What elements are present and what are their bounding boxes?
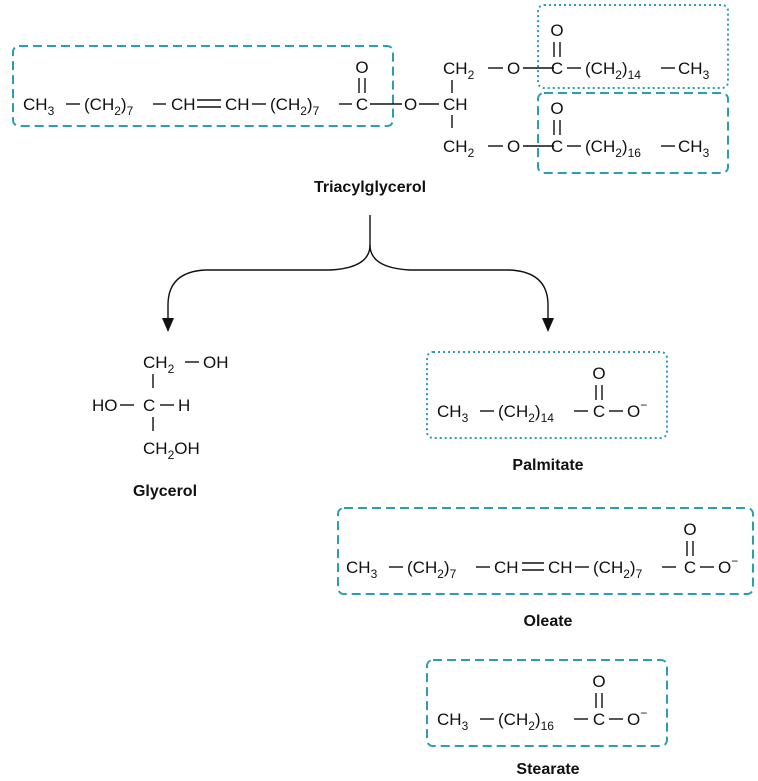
- ch-backbone: CH: [443, 95, 468, 114]
- arrowhead-glycerol-icon: [162, 318, 174, 332]
- palmitate-structure: CH3 (CH2)14 C O O− Palmitate: [426, 351, 668, 474]
- carbonyl-oxygen: O: [683, 520, 696, 539]
- carbonyl-oxygen: O: [550, 99, 563, 118]
- ch2-repeat-7: (CH2)7: [593, 558, 643, 581]
- ch3-group: CH3: [437, 710, 469, 733]
- ch2-repeat-14: (CH2)14: [498, 402, 554, 425]
- ch2-repeat-7: (CH2)7: [270, 95, 320, 118]
- stearate-label: Stearate: [516, 761, 579, 778]
- ch2-top: CH2: [443, 59, 475, 82]
- arrow-to-fatty-acids: [369, 244, 549, 318]
- oleoyl-chain: CH3 (CH2)7 CH CH (CH2)7 C O: [23, 58, 402, 118]
- carbonyl-carbon: C: [551, 59, 563, 78]
- carbonyl-oxygen: O: [550, 21, 563, 40]
- hydroxyl-left: HO: [92, 396, 118, 415]
- central-carbon: C: [143, 396, 155, 415]
- ester-oxygen-top: O: [507, 59, 520, 78]
- carboxylate-carbon: C: [593, 710, 605, 729]
- arrowhead-fatty-acids-icon: [542, 318, 554, 332]
- ch3-group: CH3: [23, 95, 55, 118]
- stearoyl-chain: C O (CH2)16 CH3: [523, 99, 710, 160]
- carbonyl-carbon: C: [551, 137, 563, 156]
- ch2-repeat-7: (CH2)7: [407, 558, 457, 581]
- arrow-to-glycerol: [167, 215, 371, 318]
- glycerol-label: Glycerol: [133, 483, 197, 500]
- ester-oxygen-bottom: O: [507, 137, 520, 156]
- oleate-label: Oleate: [524, 613, 573, 630]
- ester-oxygen: O: [404, 95, 417, 114]
- ch2oh-bottom: CH2OH: [143, 439, 200, 462]
- ch2-bottom: CH2: [443, 137, 475, 160]
- carbonyl-oxygen: O: [592, 672, 605, 691]
- hydrogen: H: [178, 396, 190, 415]
- carboxylate-carbon: C: [593, 402, 605, 421]
- triacylglycerol-label: Triacylglycerol: [314, 179, 426, 196]
- ch2-repeat-16: (CH2)16: [585, 137, 641, 160]
- ch3-group: CH3: [678, 59, 710, 82]
- stearoyl-group-box: [537, 92, 729, 174]
- glycerol-structure: CH2 OH HO C H CH2OH Glycerol: [92, 353, 229, 500]
- ch2-top: CH2: [143, 353, 175, 376]
- carboxylate-oxygen: O−: [627, 706, 647, 729]
- palmitate-box: [426, 351, 668, 439]
- stearate-structure: CH3 (CH2)16 C O O− Stearate: [426, 659, 668, 778]
- ch2-repeat-7: (CH2)7: [84, 95, 134, 118]
- ch2-repeat-16: (CH2)16: [498, 710, 554, 733]
- stearate-box: [426, 659, 668, 747]
- carboxylate-oxygen: O−: [718, 554, 738, 577]
- palmitoyl-chain: C O (CH2)14 CH3: [523, 21, 710, 82]
- ch-alkene-1: CH: [171, 95, 196, 114]
- ch-alkene-2: CH: [548, 558, 573, 577]
- ch3-group: CH3: [678, 137, 710, 160]
- glycerol-backbone: O CH CH2 O CH2 O: [404, 59, 520, 160]
- triacylglycerol-structure: CH3 (CH2)7 CH CH (CH2)7 C O O CH CH2: [12, 4, 729, 196]
- hydroxyl-top: OH: [203, 353, 229, 372]
- oleate-box: [337, 507, 754, 595]
- palmitoyl-group-box: [537, 4, 729, 89]
- ch3-group: CH3: [437, 402, 469, 425]
- hydrolysis-arrows: [162, 215, 554, 332]
- ch2-repeat-14: (CH2)14: [585, 59, 641, 82]
- carbonyl-carbon: C: [356, 95, 368, 114]
- palmitate-label: Palmitate: [512, 457, 583, 474]
- ch-alkene-2: CH: [225, 95, 250, 114]
- ch3-group: CH3: [346, 558, 378, 581]
- ch-alkene-1: CH: [494, 558, 519, 577]
- carbonyl-oxygen: O: [355, 58, 368, 77]
- carboxylate-carbon: C: [684, 558, 696, 577]
- carbonyl-oxygen: O: [592, 364, 605, 383]
- oleate-structure: CH3 (CH2)7 CH CH (CH2)7 C O O− Oleate: [337, 507, 754, 630]
- oleoyl-group-box: [12, 45, 394, 127]
- carboxylate-oxygen: O−: [627, 398, 647, 421]
